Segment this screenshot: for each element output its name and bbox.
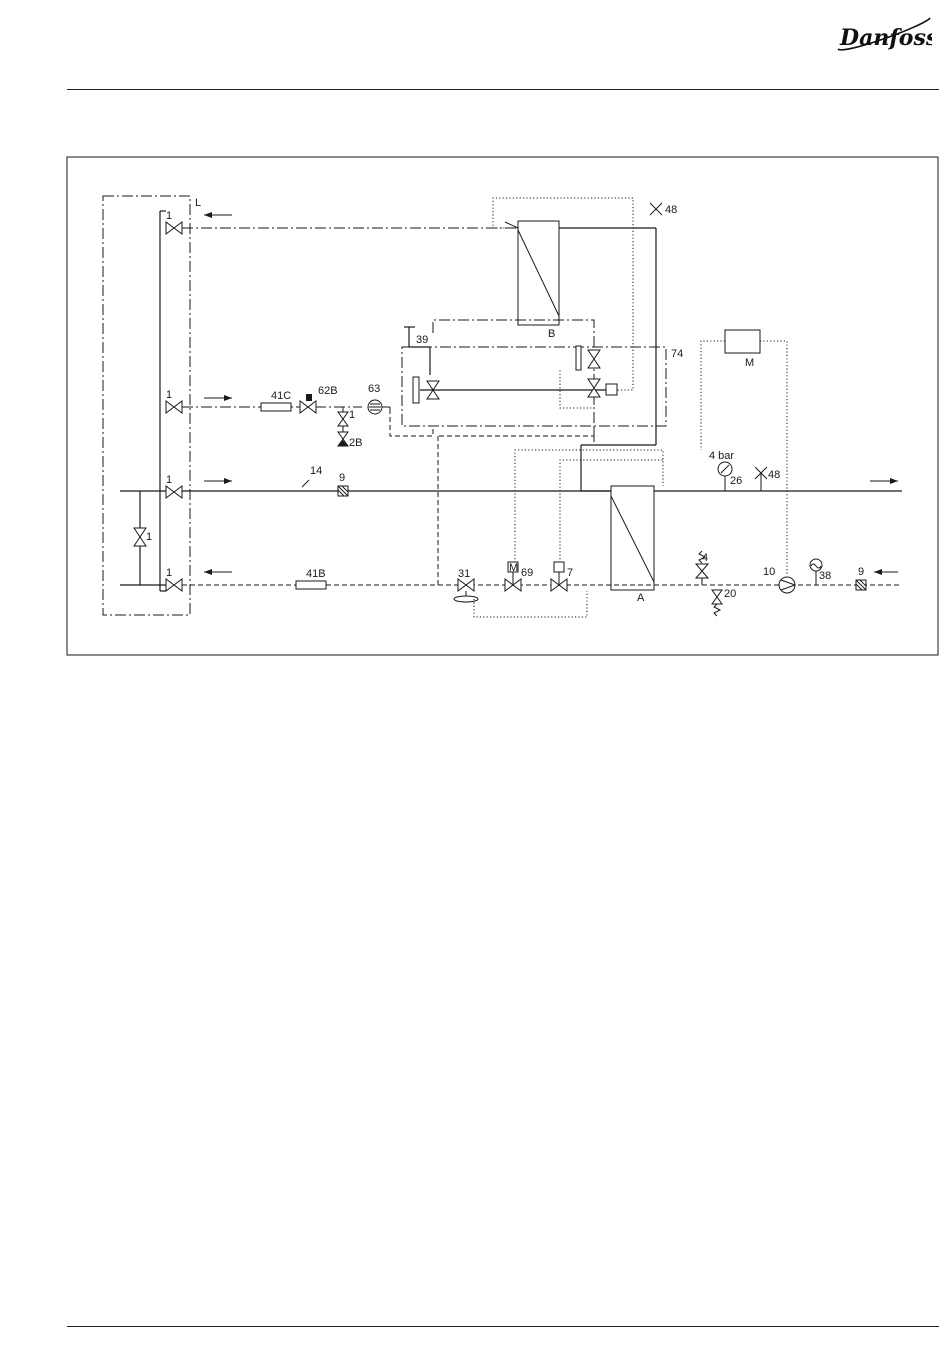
label-48a: 48 [665,204,677,216]
label-4-bar: 4 bar [709,450,734,462]
footer-rule [67,1326,939,1327]
strainer-41c [261,403,291,411]
check-valve-62b [300,394,316,413]
label-m-valve: M [509,562,518,574]
pump-10 [779,577,795,593]
valve-7 [551,562,567,591]
shutoff-valve-1c [166,486,182,498]
control-signal-b [493,198,633,390]
valve-31 [454,579,478,602]
loop-74 [402,347,666,426]
label-a: A [637,592,645,604]
label-valve-1d: 1 [166,567,172,579]
valve-2b [338,432,348,446]
label-62b: 62B [318,385,338,397]
strainer-41b [296,581,326,589]
label-38: 38 [819,570,831,582]
label-9a: 9 [339,472,345,484]
drain-valve-20 [712,590,722,616]
meter-63 [368,400,382,414]
three-way-valve-right [576,346,600,397]
label-63: 63 [368,383,380,395]
label-26: 26 [730,475,742,487]
label-39: 39 [416,334,428,346]
label-valve-1-vert: 1 [349,409,355,421]
bypass-valve [134,528,146,546]
label-41b: 41B [306,568,326,580]
valve-1-vertical [338,412,348,426]
air-vent-48b [755,467,767,491]
label-14: 14 [310,465,322,477]
label-9b: 9 [858,566,864,578]
label-74: 74 [671,348,683,360]
shutoff-valve-1d [166,579,182,591]
controller-m [725,330,760,353]
label-4: 4 [702,552,708,564]
shutoff-valve-1a [166,222,182,234]
label-m-box: M [745,357,754,369]
label-b: B [548,328,555,340]
label-L: L [195,197,201,209]
diagram-frame [67,157,938,655]
label-7: 7 [567,567,573,579]
actuator-box [606,384,617,395]
hydraulic-schematic: L 1 1 1 1 1 41C 62B 63 1 2B 39 B 48 74 M… [0,0,950,700]
label-2b: 2B [349,437,362,449]
label-valve-1b: 1 [166,389,172,401]
label-10: 10 [763,566,775,578]
label-69: 69 [521,567,533,579]
label-20: 20 [724,588,736,600]
label-valve-1c: 1 [166,474,172,486]
air-vent-48a [650,203,662,215]
shutoff-valve-1b [166,401,182,413]
label-31: 31 [458,568,470,580]
label-valve-1a: 1 [166,210,172,222]
label-41c: 41C [271,390,291,402]
label-48b: 48 [768,469,780,481]
label-valve-1-bypass: 1 [146,531,152,543]
